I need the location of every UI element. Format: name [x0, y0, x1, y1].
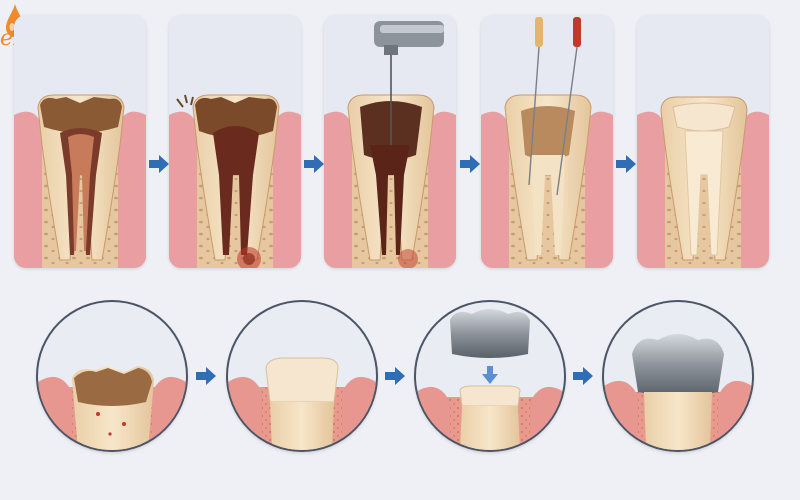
- arrow-down-icon: [482, 366, 498, 384]
- arrow-right-icon: [460, 155, 480, 173]
- step-panel-drilling: [324, 15, 456, 268]
- arrow-right-icon: [616, 155, 636, 173]
- dental-drill-icon: [374, 21, 444, 145]
- arrow-right-icon: [573, 367, 593, 385]
- step-panel-root-canal-cleaning: [481, 15, 613, 268]
- endodontic-file-icon: [528, 17, 581, 196]
- step-panel-filled-tooth: [637, 15, 769, 268]
- crown-step-crown-placement: [416, 302, 564, 450]
- arrow-right-icon: [304, 155, 324, 173]
- crown-step-prepared-tooth: [228, 302, 376, 450]
- arrow-right-icon: [196, 367, 216, 385]
- step-panel-decayed-tooth: [14, 15, 146, 268]
- crown-step-damaged-tooth: [38, 302, 186, 450]
- arrow-right-icon: [385, 367, 405, 385]
- crown-step-crowned-tooth: [604, 302, 752, 450]
- step-panel-infected-root: [169, 15, 301, 268]
- arrow-right-icon: [149, 155, 169, 173]
